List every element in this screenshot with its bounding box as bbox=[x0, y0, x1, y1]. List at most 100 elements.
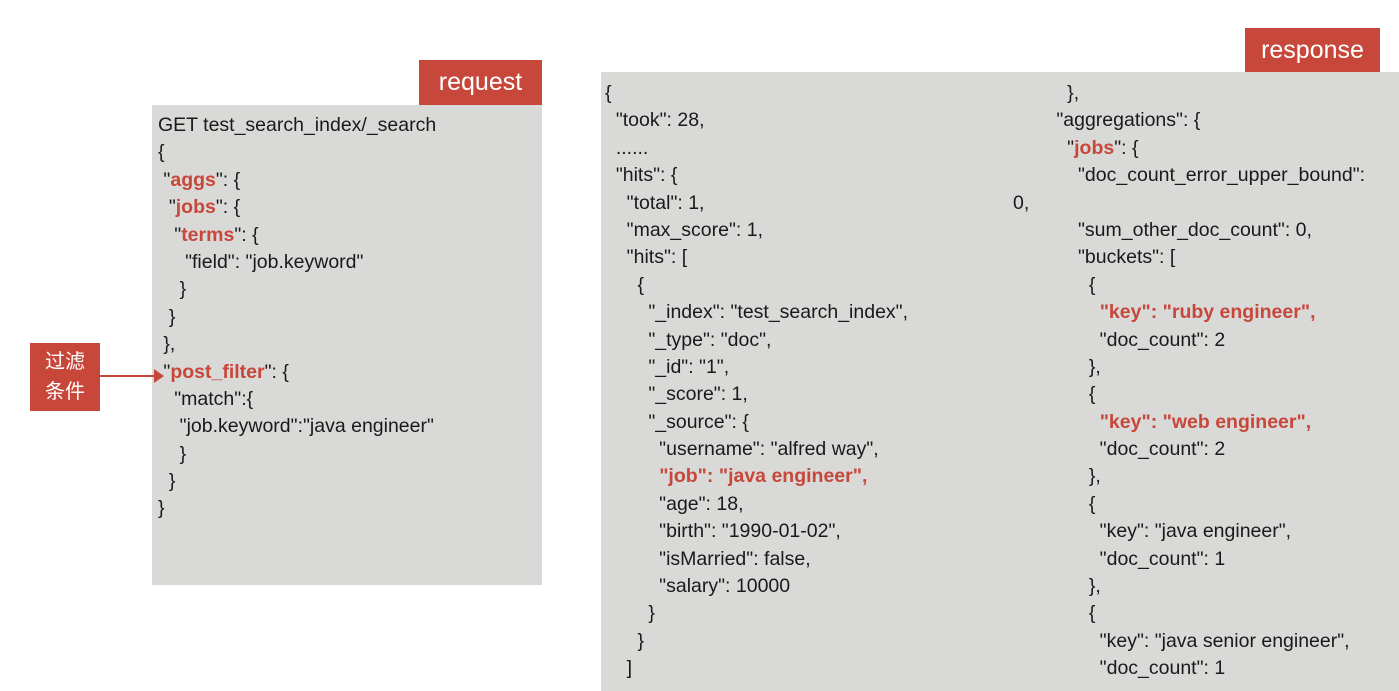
code-token: } bbox=[158, 442, 187, 465]
highlighted-token: terms bbox=[181, 223, 235, 246]
code-line: ] bbox=[605, 655, 908, 682]
code-line: } bbox=[158, 304, 436, 331]
highlighted-token: "key": "web engineer", bbox=[1099, 410, 1312, 433]
code-line: "total": 1, bbox=[605, 190, 908, 217]
code-token: }, bbox=[1013, 575, 1101, 598]
code-token bbox=[605, 465, 659, 487]
request-panel bbox=[152, 105, 542, 585]
code-token: "key": "java engineer", bbox=[1013, 520, 1292, 543]
code-line: "match":{ bbox=[158, 386, 436, 413]
code-line: "sum_other_doc_count": 0, bbox=[1013, 217, 1365, 244]
code-line: "username": "alfred way", bbox=[605, 436, 908, 463]
code-token: ...... bbox=[605, 136, 649, 159]
filter-condition-label: 过滤 条件 bbox=[30, 343, 100, 411]
code-line: }, bbox=[1013, 463, 1365, 490]
code-line: "terms": { bbox=[158, 222, 436, 249]
code-line: { bbox=[605, 80, 908, 107]
code-line: "hits": { bbox=[605, 162, 908, 189]
code-token: "total": 1, bbox=[605, 191, 705, 214]
code-token: GET test_search_index/_search bbox=[158, 114, 437, 136]
code-line: GET test_search_index/_search bbox=[158, 112, 436, 139]
code-line: 0, bbox=[1013, 190, 1365, 217]
code-line: "doc_count": 1 bbox=[1013, 546, 1365, 573]
highlighted-token: aggs bbox=[170, 168, 216, 191]
code-token: "hits": { bbox=[605, 164, 678, 187]
code-token: "isMarried": false, bbox=[605, 547, 811, 570]
code-token: } bbox=[158, 305, 176, 328]
filter-condition-label-line2: 条件 bbox=[45, 381, 85, 403]
code-line: { bbox=[158, 139, 436, 166]
code-token: "age": 18, bbox=[605, 492, 744, 515]
code-line: "birth": "1990-01-02", bbox=[605, 518, 908, 545]
code-token: }, bbox=[158, 333, 176, 356]
code-token: "_score": 1, bbox=[605, 383, 748, 406]
code-line: } bbox=[605, 628, 908, 655]
code-line: { bbox=[1013, 600, 1365, 627]
code-line: { bbox=[1013, 491, 1365, 518]
code-token: "doc_count": 2 bbox=[1013, 438, 1226, 461]
code-line: "job.keyword":"java engineer" bbox=[158, 413, 436, 440]
code-line: { bbox=[1013, 381, 1365, 408]
code-token: "max_score": 1, bbox=[605, 218, 763, 241]
code-token: }, bbox=[1013, 355, 1101, 378]
code-line: "took": 28, bbox=[605, 107, 908, 134]
code-line: }, bbox=[158, 331, 436, 358]
highlighted-token: jobs bbox=[1074, 136, 1115, 159]
code-line: "aggregations": { bbox=[1013, 107, 1365, 134]
code-token: ": { bbox=[234, 223, 259, 246]
response-panel bbox=[601, 72, 1399, 691]
code-token: "doc_count": 1 bbox=[1013, 547, 1226, 570]
code-token: { bbox=[1013, 383, 1096, 406]
code-token: "doc_count_error_upper_bound": bbox=[1013, 164, 1366, 187]
code-token: "doc_count": 2 bbox=[1013, 328, 1226, 351]
response-code-left: { "took": 28, ...... "hits": { "total": … bbox=[605, 80, 908, 683]
response-tag: response bbox=[1245, 28, 1380, 72]
code-line: "_source": { bbox=[605, 409, 908, 436]
request-tag: request bbox=[419, 60, 542, 105]
code-token: { bbox=[1013, 602, 1096, 625]
code-token: { bbox=[605, 82, 612, 104]
code-token: "doc_count": 1 bbox=[1013, 657, 1226, 680]
code-line: "hits": [ bbox=[605, 244, 908, 271]
arrow-right-icon bbox=[154, 369, 164, 383]
code-token: "_type": "doc", bbox=[605, 328, 772, 351]
code-token: "key": "java senior engineer", bbox=[1013, 629, 1350, 652]
code-line: "key": "web engineer", bbox=[1013, 409, 1365, 436]
code-line: "doc_count_error_upper_bound": bbox=[1013, 162, 1365, 189]
code-line: } bbox=[158, 276, 436, 303]
code-token: "match":{ bbox=[158, 387, 254, 410]
code-token: " bbox=[158, 196, 176, 219]
code-line: "job": "java engineer", bbox=[605, 463, 908, 490]
highlighted-token: jobs bbox=[175, 196, 216, 219]
code-token: }, bbox=[1013, 465, 1101, 488]
code-token: "username": "alfred way", bbox=[605, 438, 879, 461]
code-line: "isMarried": false, bbox=[605, 546, 908, 573]
code-token: ] bbox=[605, 657, 633, 680]
code-line: "salary": 10000 bbox=[605, 573, 908, 600]
code-line: } bbox=[605, 600, 908, 627]
code-line: }, bbox=[1013, 354, 1365, 381]
code-token: " bbox=[1013, 136, 1075, 159]
code-token: ": { bbox=[215, 196, 241, 219]
code-line: { bbox=[1013, 272, 1365, 299]
highlighted-token: "job": "java engineer", bbox=[659, 465, 868, 488]
code-line: "doc_count": 2 bbox=[1013, 327, 1365, 354]
code-token: ": { bbox=[215, 168, 241, 191]
code-token: }, bbox=[1013, 82, 1080, 104]
code-line: } bbox=[158, 441, 436, 468]
code-token: "birth": "1990-01-02", bbox=[605, 520, 841, 543]
arrow-line bbox=[100, 375, 155, 377]
code-line: "jobs": { bbox=[158, 194, 436, 221]
code-token: "hits": [ bbox=[605, 246, 688, 269]
code-line: "field": "job.keyword" bbox=[158, 249, 436, 276]
code-token: "sum_other_doc_count": 0, bbox=[1013, 218, 1312, 241]
code-line: "doc_count": 1 bbox=[1013, 655, 1365, 682]
code-line: "buckets": [ bbox=[1013, 244, 1365, 271]
code-line: "post_filter": { bbox=[158, 359, 436, 386]
code-token: "_id": "1", bbox=[605, 355, 730, 378]
code-token: { bbox=[605, 273, 645, 296]
code-token: ": { bbox=[264, 360, 289, 383]
code-line: "key": "java engineer", bbox=[1013, 518, 1365, 545]
code-line: "max_score": 1, bbox=[605, 217, 908, 244]
highlighted-token: "key": "ruby engineer", bbox=[1099, 301, 1316, 324]
